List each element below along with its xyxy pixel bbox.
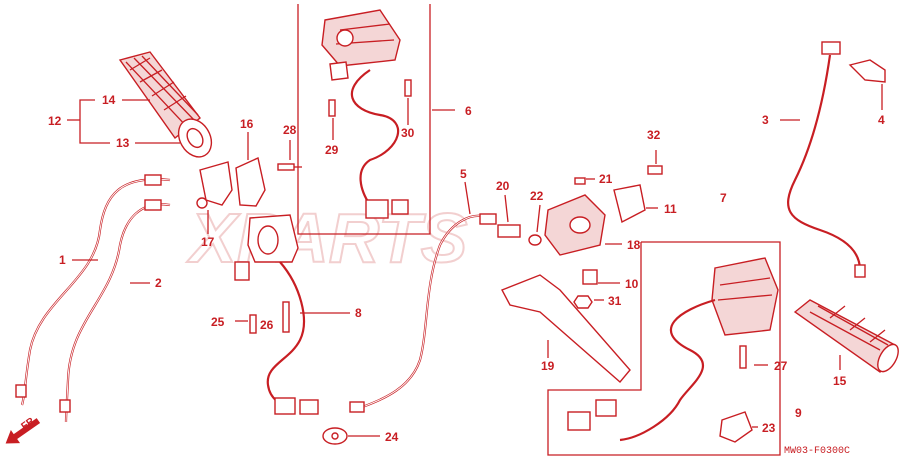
- callout-29: 29: [325, 143, 339, 157]
- callout-19: 19: [541, 359, 555, 373]
- callout-8: 8: [355, 306, 362, 320]
- callout-28: 28: [283, 123, 297, 137]
- callout-18: 18: [627, 238, 641, 252]
- callout-7: 7: [720, 191, 727, 205]
- callout-16: 16: [240, 117, 254, 131]
- front-direction-arrow: [5, 418, 41, 444]
- throttle-grip: [118, 51, 213, 158]
- callout-21: 21: [599, 172, 613, 186]
- callout-22: 22: [530, 189, 544, 203]
- callout-26: 26: [260, 318, 274, 332]
- throttle-housing: [196, 157, 266, 209]
- callout-32: 32: [647, 128, 661, 142]
- watermark: XPARTS: [186, 199, 467, 277]
- bolt-28: [277, 163, 302, 171]
- callout-20: 20: [496, 179, 510, 193]
- callout-11: 11: [664, 202, 677, 216]
- callout-14: 14: [102, 93, 116, 107]
- cable-clamp-24: [322, 427, 348, 445]
- drawing-code: MW03-F0300C: [784, 446, 850, 457]
- callout-labels: 1 2 3 4 5 6 7 8 9 10 11 12 13 14 15 16 1…: [48, 93, 885, 444]
- callout-25: 25: [211, 315, 225, 329]
- clutch-lever: [501, 274, 631, 383]
- leader-lines: [67, 84, 883, 437]
- right-handlebar-switch: [321, 9, 409, 219]
- callout-24: 24: [385, 430, 399, 444]
- screw-27: [739, 345, 747, 369]
- callout-2: 2: [155, 276, 162, 290]
- switch-assembly-box-6: [297, 4, 431, 235]
- callout-15: 15: [833, 374, 847, 388]
- clutch-lever-bracket: [497, 165, 663, 309]
- callout-12: 12: [48, 114, 62, 128]
- callout-1: 1: [59, 253, 66, 267]
- callout-13: 13: [116, 136, 130, 150]
- callout-5: 5: [460, 167, 467, 181]
- callout-23: 23: [762, 421, 776, 435]
- screws-29-30: [328, 79, 412, 117]
- left-switch-assembly: [567, 257, 779, 442]
- arrow-icon: [5, 418, 41, 444]
- clutch-cable: [349, 213, 497, 413]
- left-handlebar-switch: [234, 214, 319, 415]
- callout-30: 30: [401, 126, 415, 140]
- callout-17: 17: [201, 235, 215, 249]
- left-grip: [793, 299, 899, 374]
- switch-assembly-box-7-9: [547, 241, 781, 456]
- callout-27: 27: [774, 359, 788, 373]
- choke-cable: [787, 41, 886, 278]
- throttle-cables: [15, 174, 171, 423]
- callout-4: 4: [878, 113, 885, 127]
- callout-9: 9: [795, 406, 802, 420]
- callout-3: 3: [762, 113, 769, 127]
- clip-23: [719, 411, 753, 443]
- callout-31: 31: [608, 294, 622, 308]
- screws-25-26: [249, 301, 290, 334]
- callout-10: 10: [625, 277, 639, 291]
- callout-6: 6: [465, 104, 472, 118]
